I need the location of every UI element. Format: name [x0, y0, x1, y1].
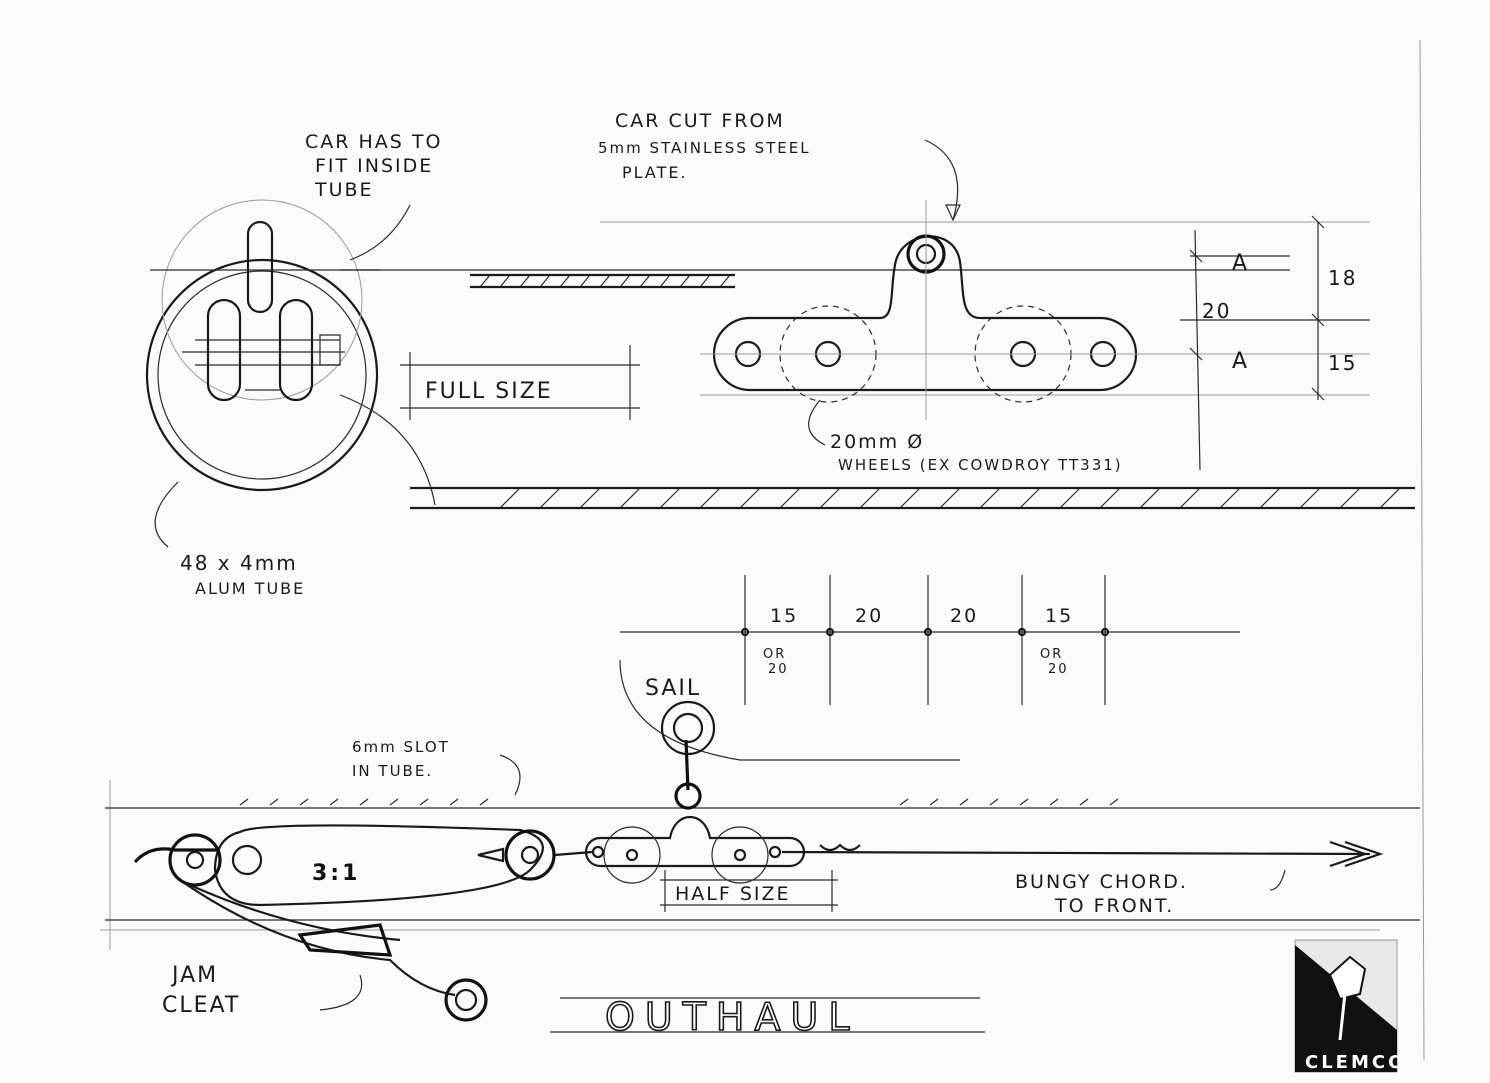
label-line: CAR HAS TO [305, 131, 442, 153]
label-line: 20mm Ø [830, 431, 924, 453]
sheet-edge-line [1419, 39, 1425, 1061]
dim-18: 18 [1328, 266, 1357, 290]
label-line: ALUM TUBE [195, 579, 305, 598]
label-slot: 6mm SLOT IN TUBE. [352, 738, 450, 780]
half-size-view [100, 204, 1420, 1033]
centreline-dimensions [620, 575, 1240, 705]
label-sail: SAIL [645, 676, 701, 701]
centre-dim: 20 [855, 605, 883, 627]
label-line: PLATE. [622, 163, 688, 182]
label-line: TUBE [314, 179, 374, 201]
label-line: 5mm STAINLESS STEEL [598, 139, 811, 157]
label-line: 6mm SLOT [352, 738, 450, 756]
label-jam-cleat: JAM CLEAT [162, 963, 240, 1018]
label-line: FIT INSIDE [315, 155, 433, 177]
full-size-view [340, 139, 1415, 510]
label-line: IN TUBE. [352, 762, 433, 780]
or20-line: 20 [1048, 662, 1069, 677]
label-bungy: BUNGY CHORD. TO FRONT. [1015, 871, 1188, 917]
tube-end-view [145, 199, 436, 506]
centre-dim: 20 [950, 605, 978, 627]
label-car-fit: CAR HAS TO FIT INSIDE TUBE [305, 131, 442, 201]
dim-15: 15 [1328, 351, 1357, 375]
label-tube: 48 x 4mm ALUM TUBE [180, 551, 305, 598]
label-car-cut: CAR CUT FROM 5mm STAINLESS STEEL PLATE. [598, 110, 811, 182]
label-wheels: 20mm Ø WHEELS (EX COWDROY TT331) [830, 431, 1123, 474]
label-line: CAR CUT FROM [615, 110, 785, 132]
centre-dim: 15 [770, 605, 798, 627]
clemco-logo: CLEMCO [1294, 939, 1406, 1073]
label-line: JAM [170, 963, 218, 988]
or20-line: OR [1040, 647, 1063, 662]
or20-line: OR [763, 647, 786, 662]
label-line: TO FRONT. [1054, 895, 1174, 917]
centre-dim: 15 [1045, 605, 1073, 627]
title-outhaul: OUTHAUL [605, 995, 860, 1039]
label-ratio: 3:1 [312, 861, 360, 886]
dim-a-top: A [1232, 251, 1249, 276]
label-line: CLEAT [162, 993, 240, 1018]
logo-text: CLEMCO [1305, 1052, 1406, 1073]
label-half-size: HALF SIZE [675, 883, 791, 905]
label-line: WHEELS (EX COWDROY TT331) [838, 456, 1123, 474]
label-full-size: FULL SIZE [425, 379, 553, 404]
label-line: BUNGY CHORD. [1015, 871, 1188, 893]
dim-20: 20 [1202, 299, 1231, 323]
or20-line: 20 [768, 662, 789, 677]
centre-dim-labels: 15 20 20 15 OR 20 OR 20 [763, 605, 1073, 677]
dim-a-bottom: A [1232, 349, 1249, 374]
label-line: 48 x 4mm [180, 551, 298, 575]
